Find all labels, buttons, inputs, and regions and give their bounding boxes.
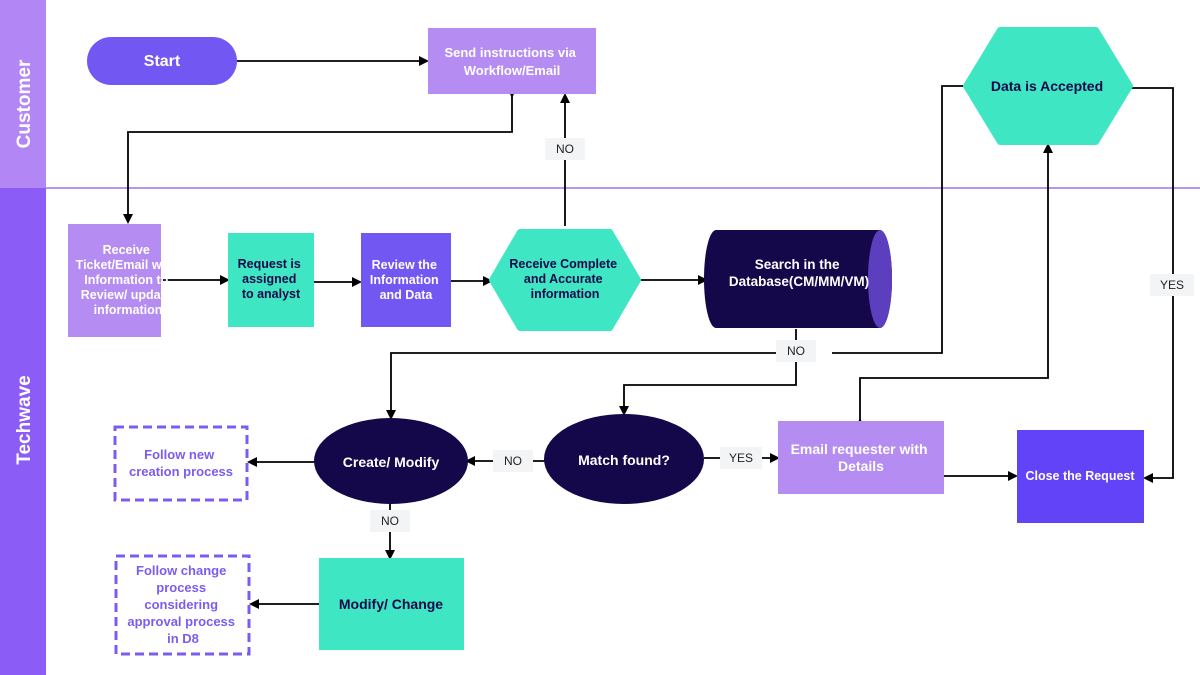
receive-ticket-label: Receive Ticket/Email with Information to… [76, 243, 181, 317]
edge-label-no-complete: NO [556, 142, 574, 156]
data-accepted-decision[interactable]: Data is Accepted [963, 27, 1133, 145]
follow-change-node[interactable]: Follow change process considering approv… [114, 554, 251, 656]
modify-change-label: Modify/ Change [339, 596, 443, 612]
request-assigned-label: Request is assigned to analyst [238, 257, 305, 301]
customer-lane-bar [0, 0, 46, 188]
edge-send-to-receive-ticket [123, 88, 517, 224]
follow-new-creation-label: Follow new creation process [129, 447, 233, 479]
edge-label-no-create: NO [381, 514, 399, 528]
data-accepted-label: Data is Accepted [991, 78, 1103, 94]
receive-complete-decision[interactable]: Receive Complete and Accurate informatio… [489, 229, 641, 331]
start-node[interactable]: Start [87, 37, 237, 85]
match-found-node[interactable]: Match found? [544, 414, 704, 504]
send-instructions-label: Send instructions via Workflow/Email [444, 45, 579, 78]
email-requester-node[interactable]: Email requester with Details [778, 421, 944, 494]
edge-label-no-search: NO [787, 344, 805, 358]
close-request-label: Close the Request [1025, 469, 1135, 483]
receive-complete-label: Receive Complete and Accurate informatio… [509, 257, 620, 301]
search-database-node[interactable]: Search in the Database(CM/MM/VM) [704, 230, 892, 328]
edge-search-to-create [386, 329, 797, 420]
request-assigned-node[interactable]: Request is assigned to analyst [228, 233, 314, 327]
send-instructions-node[interactable]: Send instructions via Workflow/Email [428, 28, 596, 94]
search-database-label: Search in the Database(CM/MM/VM) [729, 257, 869, 289]
review-info-node[interactable]: Review the Information and Data [361, 233, 451, 327]
modify-change-node[interactable]: Modify/ Change [319, 558, 464, 650]
techwave-lane-label: Techwave [14, 375, 35, 464]
review-info-label: Review the Information and Data [370, 258, 442, 302]
edge-email-to-accepted [855, 143, 1053, 428]
close-request-node[interactable]: Close the Request [1017, 430, 1144, 523]
techwave-lane-bar [0, 188, 46, 675]
follow-change-label: Follow change process considering approv… [127, 563, 238, 646]
edge-search-to-match [619, 353, 797, 416]
edge-label-yes-accepted: YES [1160, 278, 1184, 292]
match-found-label: Match found? [578, 452, 670, 468]
edge-label-yes-match: YES [729, 451, 753, 465]
create-modify-node[interactable]: Create/ Modify [314, 418, 468, 504]
start-label: Start [144, 53, 181, 70]
edge-label-no-match: NO [504, 454, 522, 468]
email-requester-label: Email requester with Details [791, 441, 932, 474]
follow-new-creation-node[interactable]: Follow new creation process [113, 425, 249, 502]
edge-labels: NO NO NO YES NO YES [370, 138, 1194, 532]
customer-lane-label: Customer [14, 59, 35, 148]
receive-ticket-node[interactable]: Receive Ticket/Email with Information to… [68, 224, 180, 337]
create-modify-label: Create/ Modify [343, 454, 440, 470]
